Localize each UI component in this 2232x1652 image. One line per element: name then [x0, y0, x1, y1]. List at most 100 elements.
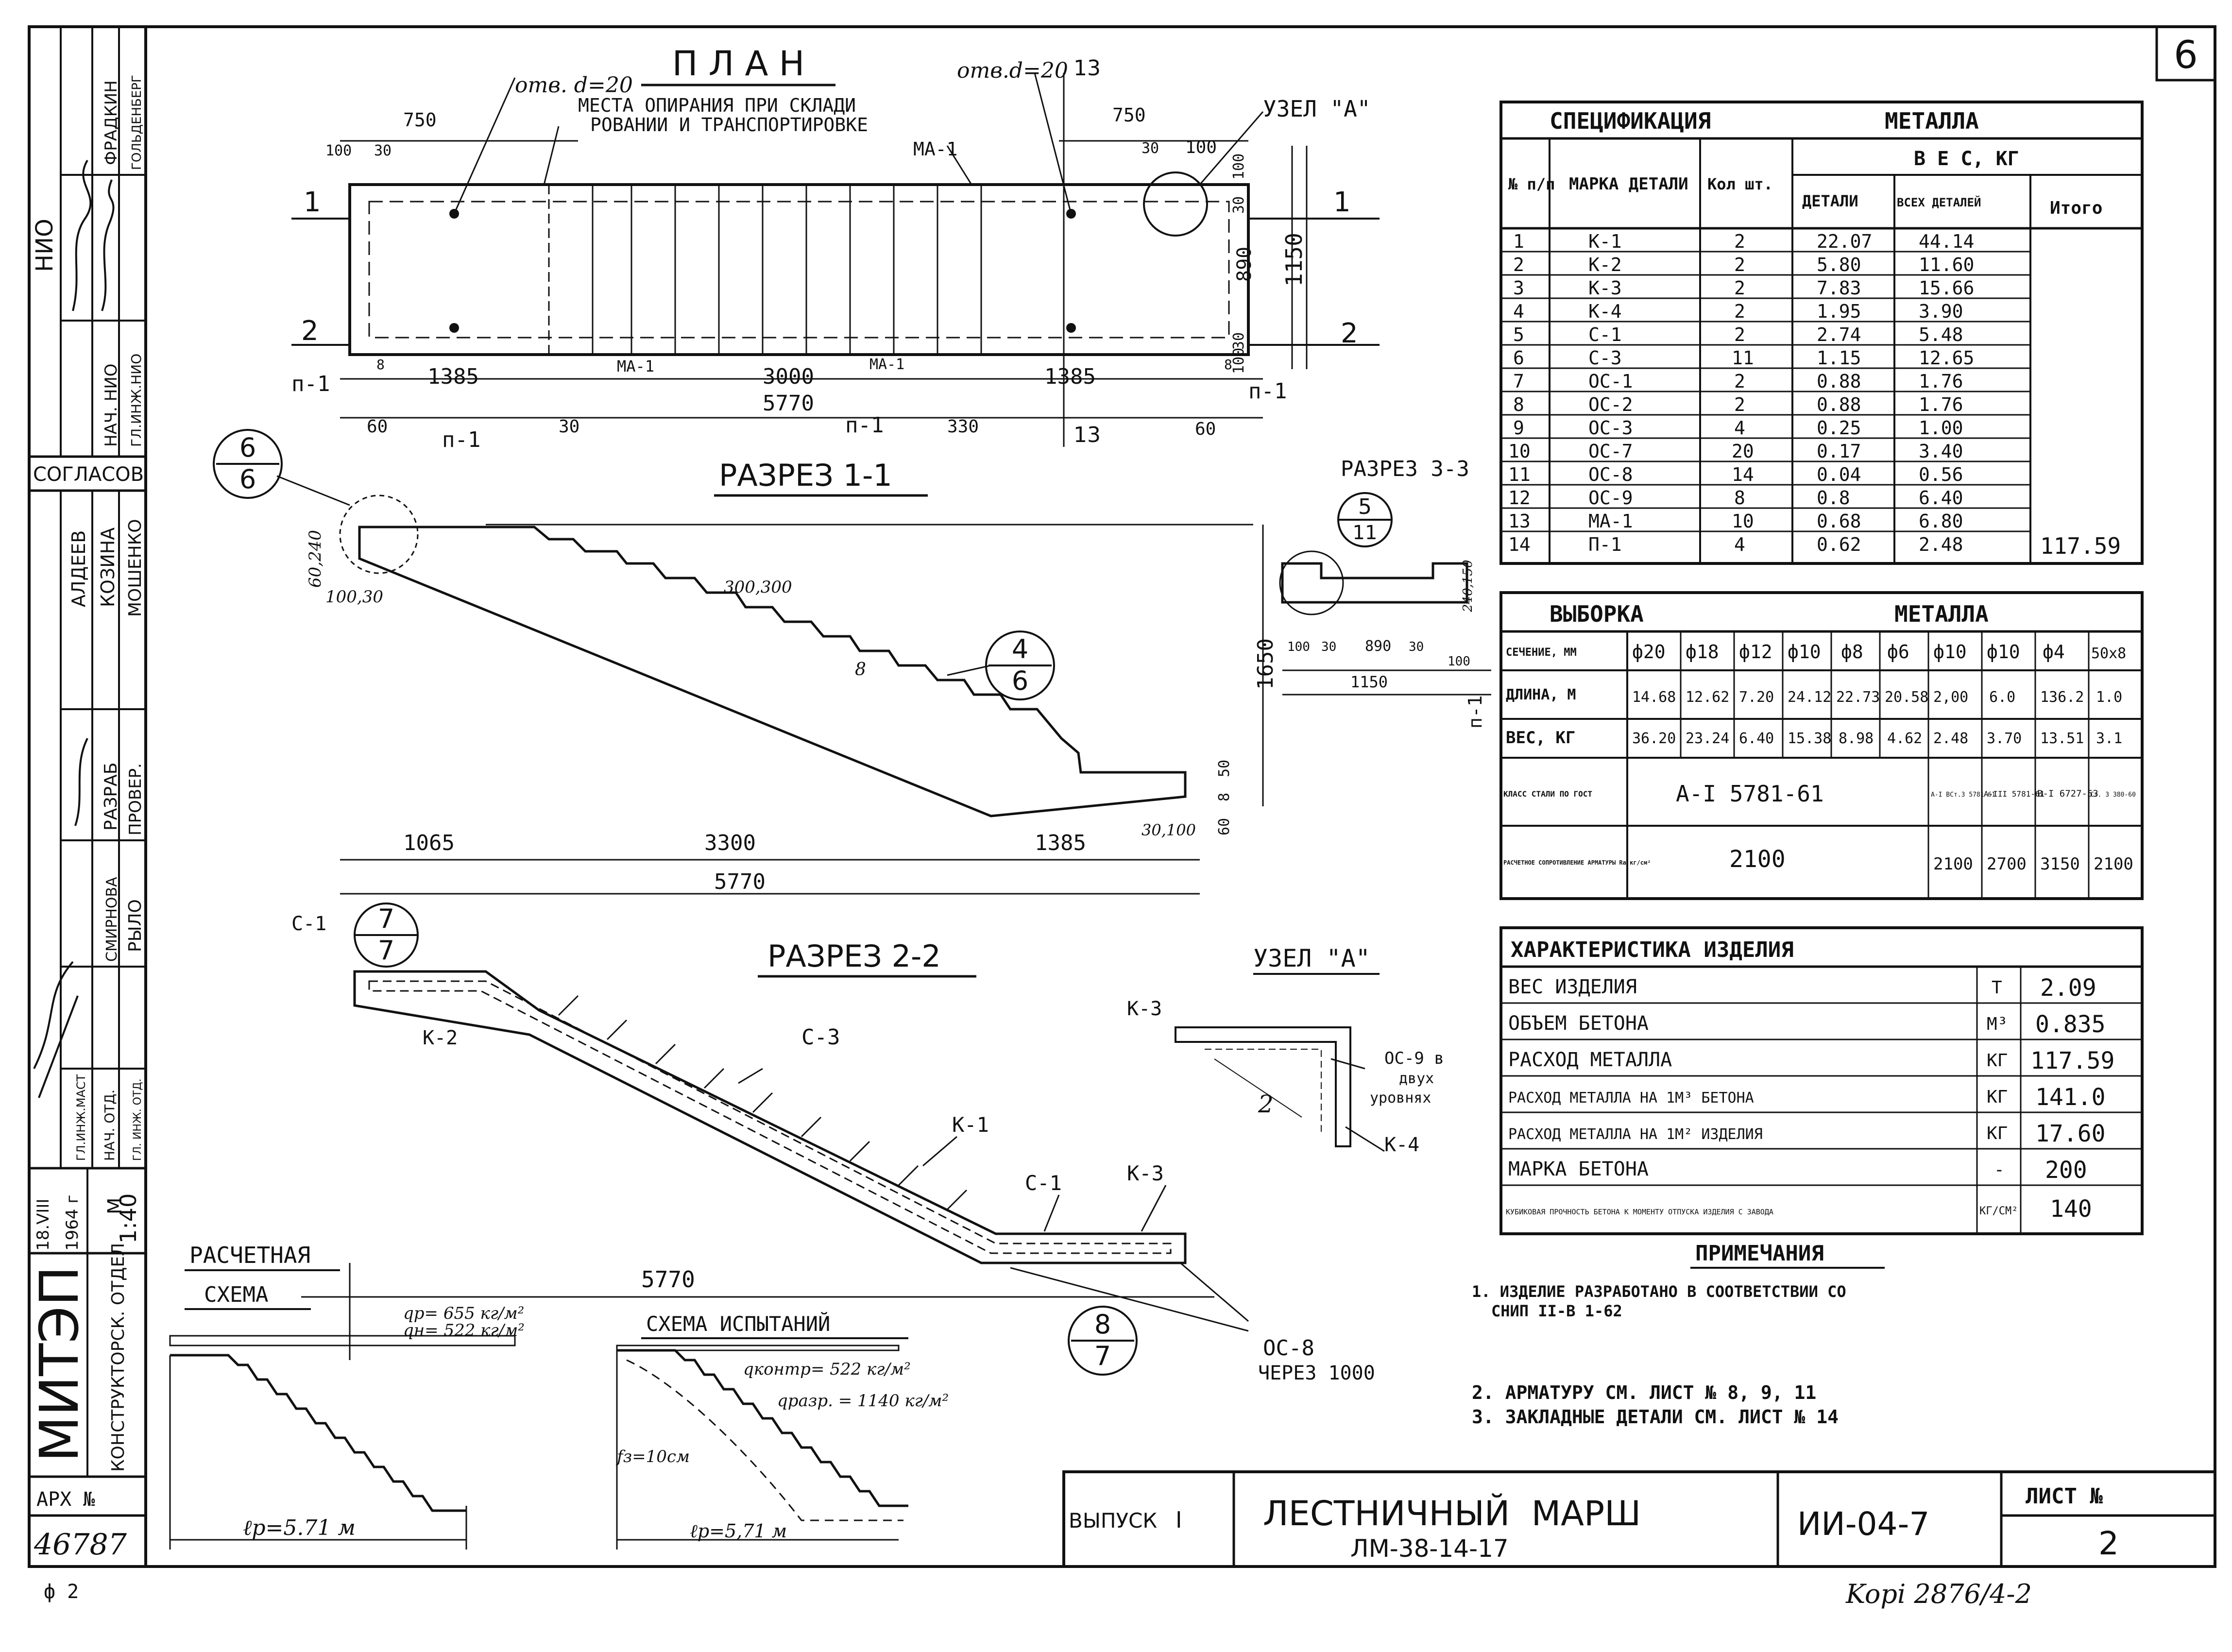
spec-title-right: МЕТАЛЛА — [1885, 108, 1979, 134]
plan-cut-2-right: 2 — [1341, 318, 1358, 349]
plan-mark-ma1-a: МА-1 — [617, 357, 654, 375]
section-3-3-view — [1279, 550, 1491, 696]
spec-row-5-all: 5.48 — [1919, 324, 1963, 345]
title-name: ЛЕСТНИЧНЫЙ МАРШ — [1263, 1494, 1641, 1533]
spec-row-8-mark: ОС-2 — [1588, 394, 1633, 415]
sel-sec-9: ф4 — [2043, 641, 2065, 663]
section-1-1-dim-100-30: 100,30 — [325, 587, 383, 607]
spec-row-6-detail: 1.15 — [1817, 347, 1861, 369]
plan-title: П Л А Н — [672, 44, 805, 84]
plan-dim-1385-right: 1385 — [1044, 364, 1096, 389]
sel-w-8: 3.70 — [1987, 730, 2022, 747]
sel-len-3: 7.20 — [1739, 689, 1774, 706]
signature-razrab — [74, 738, 88, 826]
spec-row-2-qty: 2 — [1734, 254, 1745, 275]
product-row-4-unit: КГ — [1987, 1087, 2008, 1107]
sel-w-9: 13.51 — [2040, 730, 2084, 747]
sel-len-9: 136.2 — [2040, 689, 2084, 706]
plan-dim-750-right: 750 — [1112, 104, 1146, 126]
sel-sec-3: ф12 — [1739, 641, 1772, 663]
stamp-gl-ing-mast: ГЛ.ИНЖ.МАСТ — [74, 1074, 88, 1161]
section-1-1-title: РАЗРЕЗ 1-1 — [719, 458, 892, 493]
calc-scheme-qn: qн= 522 кг/м² — [403, 1321, 525, 1340]
sel-steel-c7: А-I ВСт.3 5781-61 — [1931, 791, 1995, 799]
sel-sec-5: ф8 — [1841, 641, 1863, 663]
product-row-5-label: РАСХОД МЕТАЛЛА НА 1М² ИЗДЕЛИЯ — [1508, 1126, 1763, 1143]
spec-row-4-detail: 1.95 — [1817, 301, 1861, 322]
spec-h-weight: В Е С, КГ — [1914, 148, 2019, 170]
spec-row-9-detail: 0.25 — [1817, 417, 1861, 439]
node-a-k3: К-3 — [1127, 998, 1162, 1020]
sel-len-6: 20.58 — [1885, 689, 1928, 706]
spec-row-8-all: 1.76 — [1919, 394, 1963, 415]
plan-dim-3000: 3000 — [763, 364, 814, 389]
node-a-view — [1175, 1026, 1385, 1152]
section-2-2-k3: К-3 — [1127, 1161, 1164, 1185]
stamp-org: МИТЭП — [28, 1266, 90, 1462]
plan-support-note-2: РОВАНИИ И ТРАНСПОРТИРОВКЕ — [590, 114, 868, 136]
section-1-1-dim-30-100: 30,100 — [1142, 821, 1196, 839]
spec-row-8-num: 8 — [1513, 394, 1524, 415]
spec-row-10-mark: ОС-7 — [1588, 441, 1633, 462]
sel-steel-c10: Ст. 3 380-60 — [2090, 791, 2136, 799]
spec-h-detail: ДЕТАЛИ — [1802, 192, 1858, 210]
section-2-2-k1: К-1 — [952, 1113, 989, 1137]
node-a-num: 2 — [1258, 1090, 1274, 1118]
spec-row-4-mark: К-4 — [1588, 301, 1622, 322]
plan-dim-890: 890 — [1233, 247, 1256, 282]
section-3-3-dim-100: 100 — [1287, 640, 1310, 654]
spec-row-9-all: 1.00 — [1919, 417, 1963, 439]
stamp-date-2: 1964 г — [63, 1195, 82, 1251]
sel-sec-1: ф20 — [1632, 641, 1666, 663]
test-scheme-title: СХЕМА ИСПЫТАНИЙ — [646, 1311, 830, 1336]
spec-row-13-qty: 10 — [1732, 511, 1754, 532]
spec-row-11-qty: 14 — [1732, 464, 1754, 485]
sel-len-1: 14.68 — [1632, 689, 1676, 706]
calc-scheme-span: 5770 — [641, 1266, 695, 1293]
product-row-2-unit: М³ — [1987, 1014, 2008, 1034]
selection-r2-label: ДЛИНА, М — [1506, 686, 1576, 703]
spec-row-2-num: 2 — [1513, 254, 1524, 275]
stamp-gl-ing-nio: ГЛ.ИНЖ.НИО — [128, 354, 144, 447]
stamp-date-1: 18.VIII — [34, 1199, 53, 1251]
selection-title-left: ВЫБОРКА — [1550, 601, 1644, 627]
section-3-3-dim-1150: 1150 — [1350, 673, 1388, 691]
spec-title-left: СПЕЦИФИКАЦИЯ — [1550, 108, 1711, 134]
test-scheme-lp: ℓp=5,71 м — [690, 1520, 787, 1542]
spec-row-6-mark: С-3 — [1588, 347, 1622, 369]
notes-title: ПРИМЕЧАНИЯ — [1695, 1241, 1824, 1266]
plan-dim-30-v-top: 30 — [1230, 196, 1247, 214]
spec-row-12-qty: 8 — [1734, 487, 1745, 509]
spec-total: 117.59 — [2040, 533, 2121, 559]
section-3-3-title: РАЗРЕЗ 3-3 — [1341, 457, 1469, 481]
sel-w-2: 23.24 — [1686, 730, 1729, 747]
selection-r4-label: КЛАСС СТАЛИ ПО ГОСТ — [1503, 789, 1592, 799]
plan-dim-5770: 5770 — [763, 391, 814, 416]
sel-r5-1: 2100 — [1933, 854, 1973, 874]
node-a-k4: К-4 — [1384, 1134, 1419, 1156]
section-3-3-callout-top: 5 — [1358, 494, 1372, 519]
selection-r1-label: СЕЧЕНИЕ, ММ — [1506, 647, 1577, 659]
plan-view — [291, 72, 1380, 447]
sel-steel-c9: В-I 6727-53 — [2037, 788, 2098, 799]
product-row-4-label: РАСХОД МЕТАЛЛА НА 1М³ БЕТОНА — [1508, 1090, 1754, 1107]
product-row-6-label: МАРКА БЕТОНА — [1508, 1158, 1649, 1180]
plan-dim-60-left: 60 — [367, 417, 388, 437]
spec-row-8-detail: 0.88 — [1817, 394, 1861, 415]
plan-dim-30-left: 30 — [374, 142, 392, 159]
spec-row-7-all: 1.76 — [1919, 371, 1963, 392]
plan-dim-750-left: 750 — [403, 109, 437, 131]
spec-row-13-num: 13 — [1508, 511, 1531, 532]
spec-row-9-num: 9 — [1513, 417, 1524, 439]
plan-dim-60-right: 60 — [1195, 419, 1216, 439]
title-code: ЛМ-38-14-17 — [1350, 1534, 1509, 1563]
stamp-razrab: РАЗРАБ — [101, 763, 121, 831]
product-row-3-value: 117.59 — [2030, 1047, 2114, 1074]
sel-sec-6: ф6 — [1887, 641, 1909, 663]
spec-row-5-mark: С-1 — [1588, 324, 1622, 345]
spec-row-12-all: 6.40 — [1919, 487, 1963, 509]
plan-cut-2-left: 2 — [301, 315, 319, 347]
selection-r3-label: ВЕС, КГ — [1506, 728, 1575, 748]
